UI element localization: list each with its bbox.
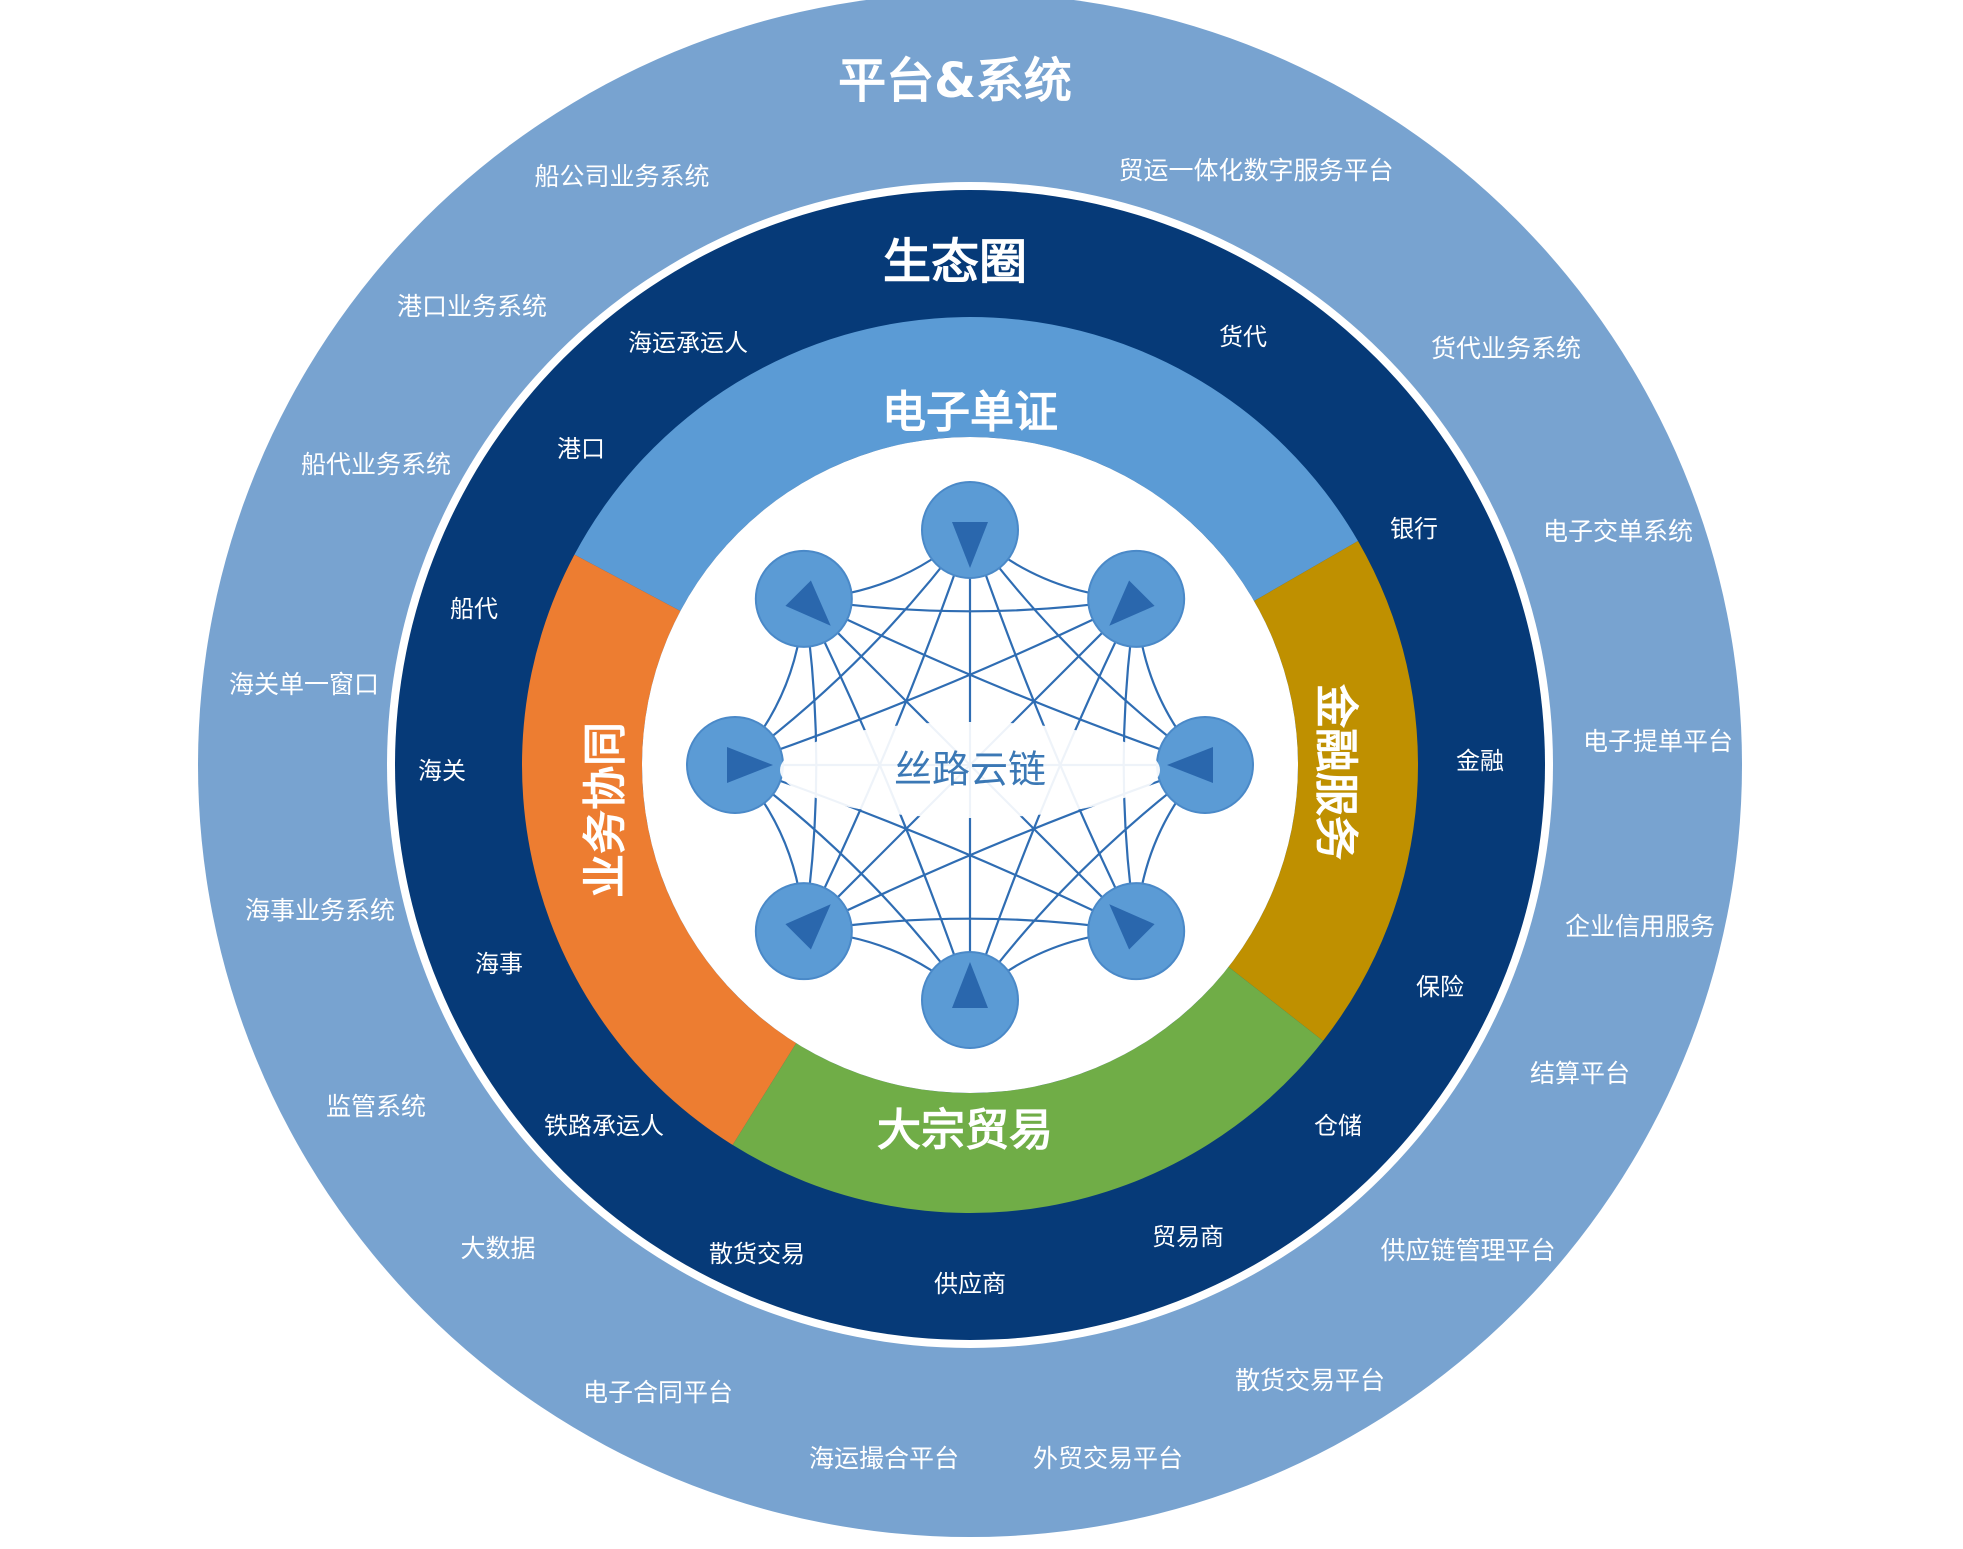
- outer-item: 贸运一体化数字服务平台: [1118, 156, 1393, 185]
- outer-item: 电子交单系统: [1543, 517, 1693, 546]
- middle-item: 仓储: [1314, 1112, 1362, 1140]
- outer-item: 大数据: [460, 1234, 535, 1263]
- outer-item: 货代业务系统: [1431, 334, 1581, 363]
- blockchain-network: [686, 481, 1254, 1049]
- network-edge: [734, 597, 1137, 767]
- node-arrow-icon: [785, 904, 831, 950]
- outer-ring-items: 船公司业务系统 港口业务系统 船代业务系统 海关单一窗口 海事业务系统 监管系统…: [229, 156, 1733, 1473]
- segment-top-e-documents: [574, 317, 1358, 612]
- node-arrow-icon: [952, 962, 988, 1008]
- outer-item: 散货交易平台: [1235, 1366, 1385, 1395]
- node-arrow-icon: [727, 747, 773, 783]
- middle-item: 海关: [418, 757, 466, 785]
- middle-ring-items: 海运承运人 港口 船代 海关 海事 铁路承运人 散货交易 供应商 贸易商 仓储 …: [418, 323, 1504, 1298]
- segment-left-business-collaboration: [522, 554, 797, 1145]
- middle-item: 船代: [450, 595, 498, 623]
- middle-item: 金融: [1456, 747, 1504, 775]
- segment-bottom-label: 大宗贸易: [877, 1105, 1053, 1156]
- network-edge: [803, 597, 1206, 767]
- middle-item: 海事: [475, 950, 523, 978]
- segment-right-label: 金融服务: [1310, 683, 1361, 860]
- outer-item: 电子提单平台: [1583, 727, 1733, 756]
- outer-item: 海事业务系统: [245, 896, 395, 925]
- middle-item: 贸易商: [1152, 1223, 1224, 1251]
- inner-segment-ring: [522, 317, 1418, 1213]
- outer-item: 船代业务系统: [301, 450, 451, 479]
- middle-item: 港口: [557, 435, 605, 463]
- segment-right-financial-services: [1228, 541, 1418, 1041]
- outer-ring-title: 平台&系统: [838, 53, 1072, 109]
- middle-item: 铁路承运人: [544, 1112, 664, 1140]
- segment-left-label: 业务协同: [580, 722, 631, 898]
- middle-item: 供应商: [934, 1270, 1006, 1298]
- outer-item: 企业信用服务: [1565, 912, 1715, 941]
- outer-item: 监管系统: [326, 1092, 426, 1121]
- outer-item: 港口业务系统: [397, 292, 547, 321]
- outer-item: 结算平台: [1530, 1059, 1630, 1088]
- node-arrow-icon: [952, 522, 988, 568]
- middle-item: 保险: [1416, 973, 1464, 1001]
- node-arrow-icon: [785, 580, 831, 626]
- outer-item: 海运撮合平台: [809, 1444, 959, 1473]
- middle-ring-title: 生态圈: [883, 234, 1027, 290]
- middle-item: 散货交易: [709, 1240, 805, 1268]
- outer-item: 外贸交易平台: [1033, 1444, 1183, 1473]
- middle-item: 银行: [1390, 515, 1438, 543]
- node-arrow-icon: [1109, 580, 1155, 626]
- center-label: 丝路云链: [894, 748, 1046, 792]
- middle-item: 货代: [1219, 323, 1267, 351]
- node-arrow-icon: [1109, 904, 1155, 950]
- center-label-backdrop: [780, 722, 1160, 818]
- outer-item: 供应链管理平台: [1380, 1236, 1555, 1265]
- outer-item: 海关单一窗口: [229, 670, 379, 699]
- node-arrow-icon: [1167, 747, 1213, 783]
- middle-item: 海运承运人: [628, 329, 748, 357]
- segment-bottom-bulk-trade: [732, 966, 1324, 1213]
- segment-top-label: 电子单证: [882, 387, 1058, 438]
- network-nodes: [686, 481, 1254, 1049]
- outer-item: 船公司业务系统: [534, 162, 709, 191]
- outer-item: 电子合同平台: [583, 1378, 733, 1407]
